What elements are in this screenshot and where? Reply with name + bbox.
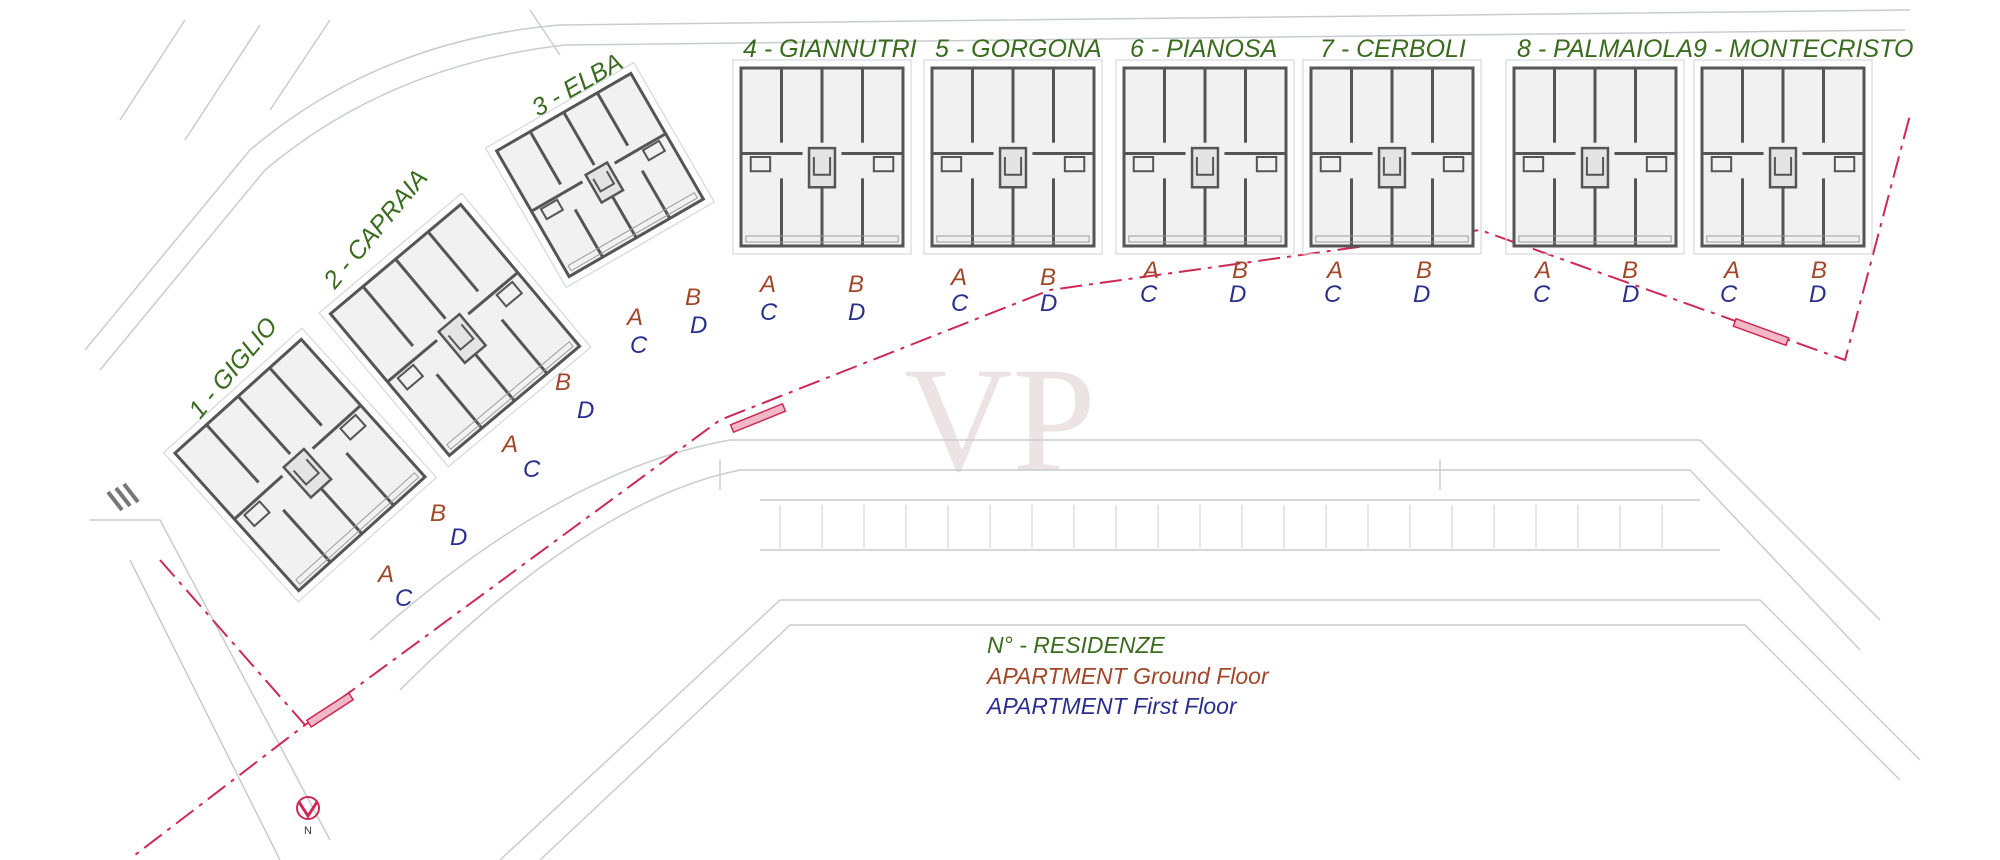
compass-label: N: [304, 825, 312, 837]
apartment-letter: A: [1533, 257, 1551, 284]
property-boundary: [134, 114, 1911, 856]
apartment-letter: A: [758, 271, 776, 298]
residence-label-7: 7 - CERBOLI: [1320, 35, 1466, 63]
apartment-letter: D: [1040, 290, 1057, 317]
legend: N° - RESIDENZE APARTMENT Ground Floor AP…: [985, 632, 1270, 719]
stair-zebra: [106, 482, 140, 512]
residence-label-5: 5 - GORGONA: [935, 35, 1102, 63]
apartment-letter: D: [848, 299, 865, 326]
building-floorplans: [162, 59, 1873, 603]
apartment-letter: A: [949, 264, 967, 291]
apartment-letter: C: [523, 456, 541, 483]
apartment-letter: D: [1622, 281, 1639, 308]
apartment-letter: C: [1720, 281, 1738, 308]
apartment-letter: B: [1232, 257, 1248, 284]
building-7: [1302, 59, 1482, 255]
apartment-letter: C: [760, 299, 778, 326]
residence-label-8: 8 - PALMAIOLA: [1517, 35, 1693, 63]
apartment-letter: A: [500, 431, 518, 458]
apartment-letter: B: [555, 369, 571, 396]
residence-label-4: 4 - GIANNUTRI: [743, 35, 917, 63]
residence-label-9: 9 - MONTECRISTO: [1693, 35, 1913, 63]
apartment-letter: C: [1324, 281, 1342, 308]
apartment-letter: D: [450, 524, 467, 551]
first-floor-letters: C D C D C D C D C D C D C D C D C D: [395, 281, 1826, 612]
apartment-letter: A: [1325, 257, 1343, 284]
apartment-letter: B: [848, 271, 864, 298]
north-arrow-icon: N: [296, 796, 320, 837]
building-9: [1693, 59, 1873, 255]
building-2: [318, 192, 592, 468]
apartment-letter: B: [1622, 257, 1638, 284]
apartment-letter: A: [376, 561, 394, 588]
apartment-letter: A: [1722, 257, 1740, 284]
building-5: [923, 59, 1103, 255]
apartment-letter: D: [1229, 281, 1246, 308]
ground-floor-letters: A B A B A B A B A B A B A B A B A B: [376, 257, 1827, 588]
apartment-letter: C: [1533, 281, 1551, 308]
parking-stalls: [779, 505, 1663, 548]
apartment-letter: D: [690, 312, 707, 339]
building-6: [1115, 59, 1295, 255]
legend-ground-floor: APARTMENT Ground Floor: [985, 663, 1270, 689]
apartment-letter: B: [1811, 257, 1827, 284]
apartment-letter: C: [395, 585, 413, 612]
apartment-letter: C: [1140, 281, 1158, 308]
building-3: [484, 61, 716, 289]
apartment-letter: C: [630, 332, 648, 359]
residence-label-6: 6 - PIANOSA: [1130, 35, 1277, 63]
apartment-letter: B: [1040, 264, 1056, 291]
apartment-letter: D: [1809, 281, 1826, 308]
building-8: [1505, 59, 1685, 255]
gate-markers: [305, 317, 1790, 729]
apartment-letter: A: [1141, 257, 1159, 284]
building-1: [162, 327, 438, 603]
apartment-letter: B: [430, 500, 446, 527]
apartment-letter: D: [1413, 281, 1430, 308]
building-4: [732, 59, 912, 255]
legend-residence: N° - RESIDENZE: [987, 632, 1166, 658]
apartment-letter: A: [625, 304, 643, 331]
apartment-letter: C: [951, 290, 969, 317]
apartment-letter: D: [577, 397, 594, 424]
road-lines: [84, 9, 1921, 860]
apartment-letter: B: [1416, 257, 1432, 284]
watermark: VP: [904, 337, 1096, 503]
legend-first-floor: APARTMENT First Floor: [985, 693, 1238, 719]
apartment-letter: B: [685, 284, 701, 311]
